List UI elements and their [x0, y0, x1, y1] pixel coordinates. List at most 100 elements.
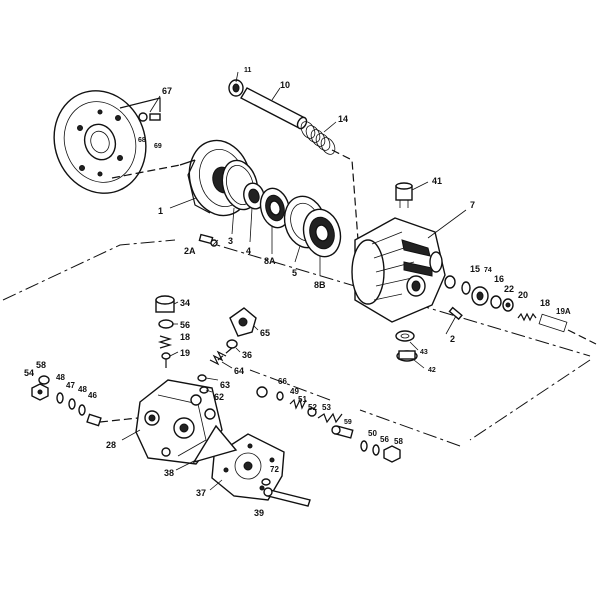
valve-cap-34 — [155, 295, 175, 313]
label-67: 67 — [162, 86, 172, 96]
oring-72 — [261, 478, 271, 486]
spring-64 — [209, 350, 227, 366]
oring-36 — [226, 339, 238, 349]
label-22: 22 — [504, 284, 514, 294]
label-52: 52 — [308, 403, 317, 412]
bolt-59 — [331, 425, 354, 439]
label-34: 34 — [180, 298, 190, 308]
label-65: 65 — [260, 328, 270, 338]
label-42: 42 — [428, 367, 436, 374]
screw-2 — [448, 306, 463, 321]
washer-20 — [502, 298, 514, 312]
shaft — [240, 87, 308, 130]
label-8b: 8B — [314, 280, 326, 290]
label-37: 37 — [196, 488, 206, 498]
label-18-right: 18 — [540, 298, 550, 308]
valve-53 — [317, 412, 343, 424]
label-58-right: 58 — [394, 437, 403, 446]
label-64: 64 — [234, 366, 244, 376]
label-43: 43 — [420, 349, 428, 356]
label-56-lower: 56 — [380, 435, 389, 444]
fitting-65 — [229, 307, 257, 337]
washer-50 — [360, 440, 368, 452]
label-46: 46 — [88, 391, 97, 400]
pump-housing — [351, 217, 446, 323]
washer-47 — [68, 398, 76, 410]
flange-plate — [53, 90, 147, 194]
label-48-lower: 48 — [78, 385, 87, 394]
label-18-left: 18 — [180, 332, 190, 342]
shaft-cap — [228, 79, 244, 97]
bearing-8a — [259, 187, 291, 229]
tube-19a — [538, 313, 568, 333]
ring-63 — [197, 374, 207, 382]
part-labels: 11 10 14 67 68 69 1 2A 3 4 8A 5 8B 41 7 … — [24, 67, 571, 518]
label-72: 72 — [270, 465, 279, 474]
label-20: 20 — [518, 290, 528, 300]
seal-15 — [444, 275, 456, 289]
label-19a: 19A — [556, 307, 571, 316]
label-66: 66 — [278, 377, 287, 386]
leader-lines — [121, 71, 467, 491]
label-5: 5 — [292, 268, 297, 278]
label-74: 74 — [484, 267, 492, 274]
label-36: 36 — [242, 350, 252, 360]
washer-58 — [38, 375, 50, 385]
spring-18-small — [157, 335, 173, 349]
washer-48b — [78, 404, 86, 416]
washer-49 — [276, 391, 284, 401]
bearing-ring — [243, 182, 265, 210]
screw-2a — [198, 233, 218, 247]
label-47: 47 — [66, 381, 75, 390]
label-11: 11 — [244, 67, 252, 74]
label-38: 38 — [164, 468, 174, 478]
label-54: 54 — [24, 368, 34, 378]
oil-cap — [395, 182, 413, 208]
ring-52 — [307, 407, 317, 417]
label-15: 15 — [470, 264, 480, 274]
label-10: 10 — [280, 80, 290, 90]
spring-18 — [517, 312, 537, 322]
label-58-left: 58 — [36, 360, 46, 370]
label-50: 50 — [368, 429, 377, 438]
label-63: 63 — [220, 380, 230, 390]
label-41: 41 — [432, 176, 442, 186]
label-48-upper: 48 — [56, 373, 65, 382]
label-53: 53 — [322, 403, 331, 412]
label-19: 19 — [180, 348, 190, 358]
label-56-upper: 56 — [180, 320, 190, 330]
label-8a: 8A — [264, 256, 276, 266]
label-28: 28 — [106, 440, 116, 450]
ring-74 — [461, 281, 471, 295]
bolt-39 — [263, 487, 311, 507]
nut-54 — [31, 383, 49, 401]
fitting-46 — [86, 413, 102, 427]
label-39: 39 — [254, 508, 264, 518]
valve-19 — [161, 352, 171, 368]
washer-43 — [395, 330, 415, 342]
label-16: 16 — [494, 274, 504, 284]
label-59: 59 — [344, 419, 352, 426]
washer-22 — [490, 295, 502, 309]
label-2a: 2A — [184, 246, 196, 256]
label-3: 3 — [228, 236, 233, 246]
flange-screw — [138, 112, 161, 122]
spring — [300, 121, 336, 155]
label-69: 69 — [154, 143, 162, 150]
cap-66 — [256, 386, 268, 398]
valve-16 — [471, 286, 489, 306]
label-1: 1 — [158, 206, 163, 216]
washer-48 — [56, 392, 64, 404]
label-51: 51 — [298, 395, 307, 404]
diaphragm — [192, 424, 238, 464]
label-4: 4 — [246, 246, 251, 256]
label-49: 49 — [290, 387, 299, 396]
label-2: 2 — [450, 334, 455, 344]
oring-56 — [158, 319, 174, 329]
spring-51 — [289, 398, 307, 410]
ring-62 — [199, 386, 209, 394]
bearing-8b — [302, 208, 342, 258]
plug-58 — [383, 445, 401, 463]
label-62: 62 — [214, 392, 224, 402]
